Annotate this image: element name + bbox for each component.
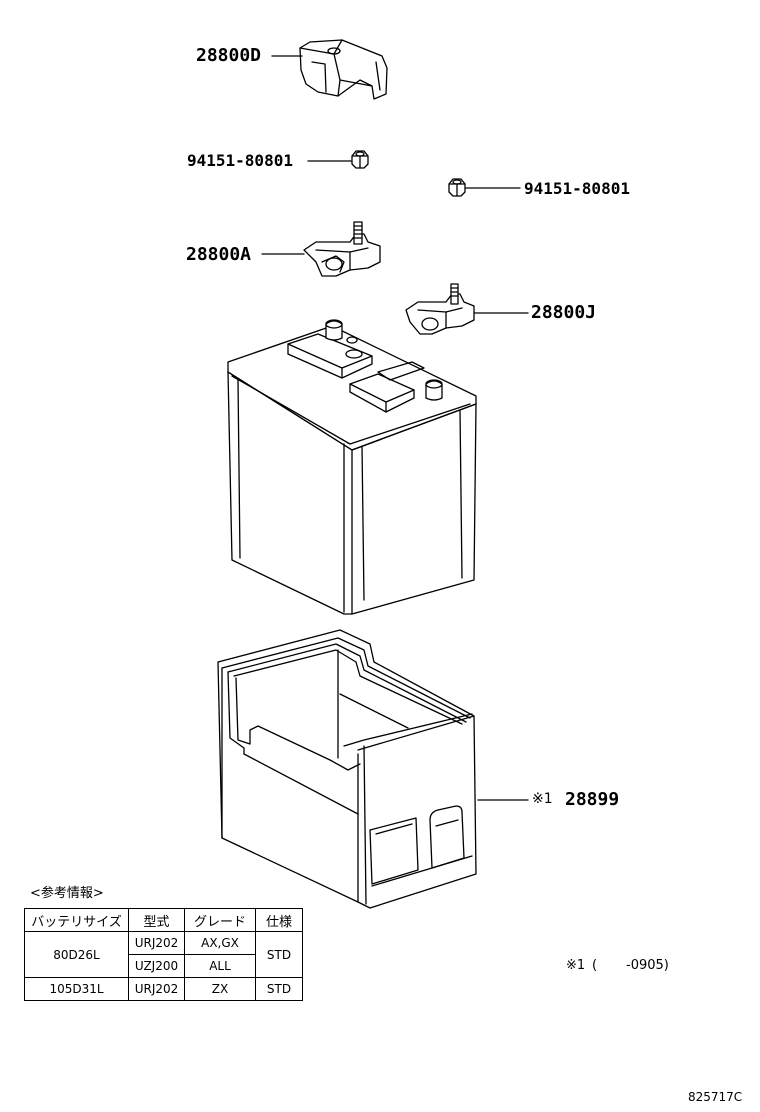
battery-tray-part — [217, 629, 477, 909]
header-battery-size: バッテリサイズ — [24, 908, 129, 932]
cell-spec: STD — [255, 931, 303, 978]
cell-grade: AX,GX — [184, 931, 256, 955]
label-tray-mark: ※1 — [532, 791, 553, 807]
label-cover[interactable]: 28800D — [196, 45, 262, 66]
cell-model: URJ202 — [128, 931, 185, 955]
footnote-range: -0905) — [626, 958, 669, 973]
label-clamp-j[interactable]: 28800J — [531, 302, 597, 323]
reference-table: バッテリサイズ 型式 グレード 仕様 80D26L URJ202 AX,GX S… — [24, 908, 303, 1001]
reference-heading: <参考情報> — [30, 886, 104, 901]
clamp-a-part — [303, 221, 381, 277]
label-tray[interactable]: 28899 — [565, 789, 620, 810]
cell-grade: ZX — [184, 977, 256, 1001]
cell-spec: STD — [255, 977, 303, 1001]
clamp-j-part — [405, 283, 475, 335]
battery-part — [227, 319, 477, 615]
label-clamp-a[interactable]: 28800A — [186, 244, 252, 265]
figure-code: 825717C — [688, 1090, 743, 1104]
nut-right-part — [448, 178, 466, 197]
cell-size: 80D26L — [24, 931, 129, 978]
header-grade: グレード — [184, 908, 256, 932]
cell-grade: ALL — [184, 954, 256, 978]
nut-left-part — [351, 150, 369, 169]
header-spec: 仕様 — [255, 908, 303, 932]
label-nut-left[interactable]: 94151-80801 — [187, 151, 293, 170]
cell-size: 105D31L — [24, 977, 129, 1001]
terminal-cover-part — [299, 39, 388, 100]
cell-model: URJ202 — [128, 977, 185, 1001]
label-nut-right[interactable]: 94151-80801 — [524, 179, 630, 198]
footnote-paren: ( — [592, 958, 598, 973]
table-row: 105D31L URJ202 ZX STD — [24, 977, 303, 1001]
footnote-mark: ※1 — [566, 958, 586, 973]
cell-model: UZJ200 — [128, 954, 185, 978]
header-model: 型式 — [128, 908, 185, 932]
table-header-row: バッテリサイズ 型式 グレード 仕様 — [24, 908, 303, 932]
table-row: 80D26L URJ202 AX,GX STD — [24, 931, 303, 978]
